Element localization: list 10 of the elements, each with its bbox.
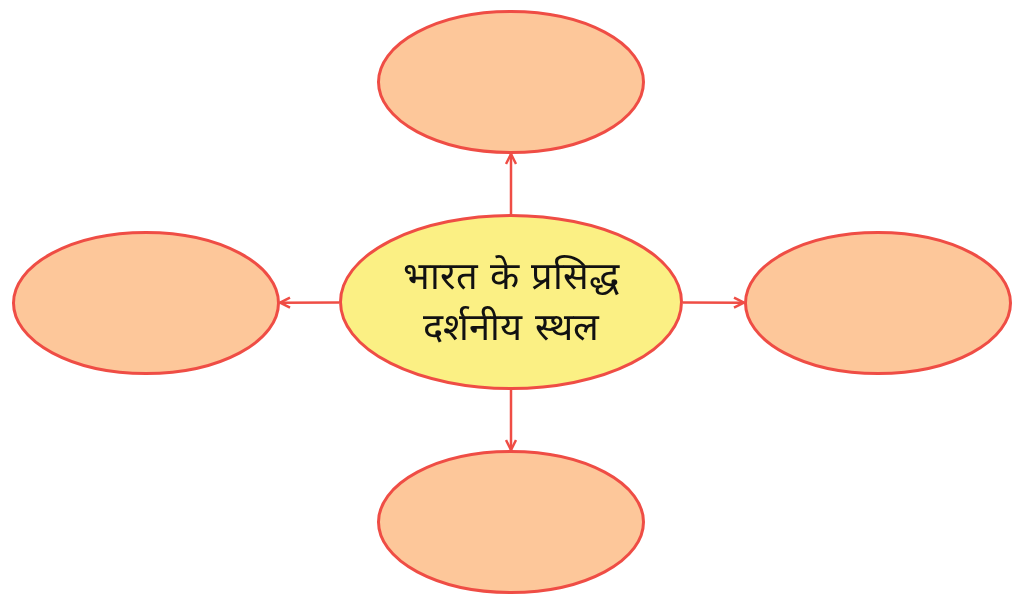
arrow [504, 152, 518, 214]
empty-ellipse [377, 10, 645, 154]
topic-ellipse [339, 214, 683, 390]
empty-ellipse [12, 231, 280, 375]
empty-ellipse [744, 231, 1012, 375]
arrow [504, 390, 518, 452]
arrow [683, 296, 746, 309]
empty-ellipse [377, 450, 645, 594]
topic-text: भारत के प्रसिद्ध दर्शनीय स्थल [401, 252, 621, 351]
arrow [278, 296, 339, 309]
